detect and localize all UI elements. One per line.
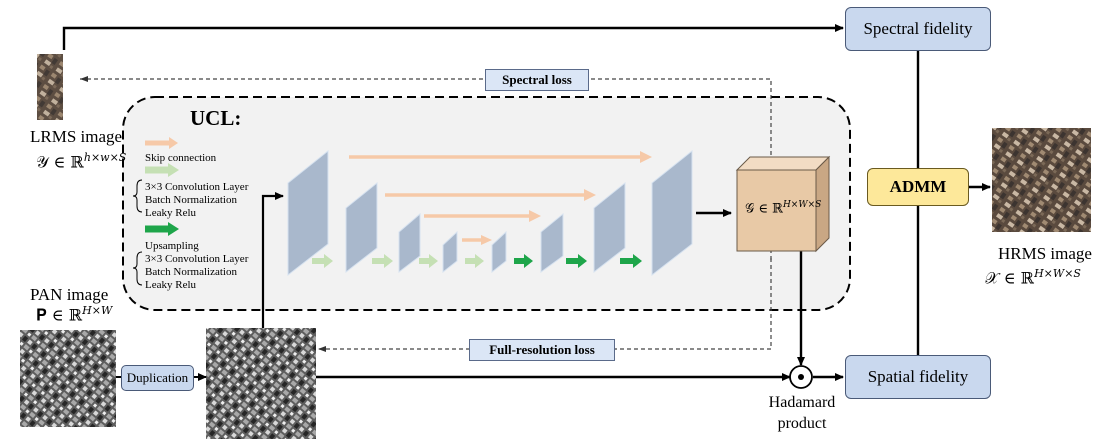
conv-arrows xyxy=(312,254,484,268)
lrms-math: 𝒴 ∈ ℝh×w×S xyxy=(36,151,127,172)
legend-up-brace xyxy=(132,251,143,286)
full-resolution-loss-label: Full-resolution loss xyxy=(489,342,595,357)
legend-up-text: 3×3 Convolution Layer Batch Normalizatio… xyxy=(145,253,248,292)
duplication-label: Duplication xyxy=(126,370,189,385)
lrms-math-base: 𝒴 ∈ ℝ xyxy=(36,152,84,172)
g-math: 𝒢 ∈ ℝH×W×S xyxy=(745,200,822,217)
lrms-math-sup: h×w×S xyxy=(83,151,127,164)
full-resolution-loss-path xyxy=(318,258,772,352)
legend-conv-line2: Batch Normalization xyxy=(145,194,237,206)
skip-connections xyxy=(349,151,652,245)
g-math-base: 𝒢 ∈ ℝ xyxy=(745,201,783,217)
feature-map xyxy=(345,181,378,274)
lrms-to-spectral-fidelity-arrow xyxy=(62,24,844,50)
pan-name: PAN image xyxy=(30,285,109,304)
feature-map xyxy=(540,212,564,273)
hrms-math: 𝒳 ∈ ℝH×W×S xyxy=(985,267,1081,288)
spectral-fidelity-label: Spectral fidelity xyxy=(863,19,973,38)
spatial-fidelity-box: Spatial fidelity xyxy=(845,355,991,399)
feature-map xyxy=(491,230,507,274)
legend-conv-brace xyxy=(132,179,143,213)
feature-map xyxy=(398,212,421,274)
g-block xyxy=(735,155,831,253)
spectral-loss-tag: Spectral loss xyxy=(485,69,589,91)
spatial-fidelity-label: Spatial fidelity xyxy=(867,367,969,386)
pan-duplicated-image xyxy=(206,328,316,439)
admm-label: ADMM xyxy=(889,177,947,196)
lrms-name: LRMS image xyxy=(30,127,123,146)
legend-conv-line1: 3×3 Convolution Layer xyxy=(145,181,249,193)
hadamard-label: Hadamard product xyxy=(763,394,841,432)
lrms-image xyxy=(37,54,63,120)
hadamard-line1: Hadamard xyxy=(768,394,836,411)
spectral-fidelity-box: Spectral fidelity xyxy=(845,7,991,51)
admm-box: ADMM xyxy=(867,168,969,206)
feature-map xyxy=(287,149,329,277)
hrms-image xyxy=(992,128,1091,232)
feature-map xyxy=(593,181,626,274)
full-resolution-loss-tag: Full-resolution loss xyxy=(469,339,615,361)
hadamard-line2: product xyxy=(777,414,827,432)
g-math-sup: H×W×S xyxy=(782,200,822,210)
hrms-math-base: 𝒳 ∈ ℝ xyxy=(985,268,1035,288)
feature-maps xyxy=(287,149,693,277)
pan-math-sup: H×W xyxy=(82,304,113,317)
hadamard-operator xyxy=(789,365,813,389)
upsampling-arrows xyxy=(514,254,642,268)
hrms-name: HRMS image xyxy=(998,244,1092,263)
legend-conv-line3: Leaky Relu xyxy=(145,207,197,219)
duplication-box: Duplication xyxy=(121,365,194,391)
legend-up-line3: Leaky Relu xyxy=(145,279,197,291)
pan-to-ucl-arrow xyxy=(261,192,284,328)
ucl-title: UCL: xyxy=(190,106,242,130)
pan-image xyxy=(20,330,116,427)
feature-map xyxy=(651,149,693,277)
feature-map xyxy=(442,230,458,274)
hrms-math-sup: H×W×S xyxy=(1034,267,1081,280)
legend-up-line1: 3×3 Convolution Layer xyxy=(145,253,249,265)
legend-up-line2: Batch Normalization xyxy=(145,266,237,278)
spectral-loss-label: Spectral loss xyxy=(502,72,572,87)
legend-skip-label: Skip connection xyxy=(145,152,217,164)
legend-conv-text: 3×3 Convolution Layer Batch Normalizatio… xyxy=(145,181,248,220)
legend-upsampling-label: Upsampling xyxy=(145,240,199,252)
pan-math-base: 𝐏 ∈ ℝ xyxy=(36,305,83,325)
pan-math: 𝐏 ∈ ℝH×W xyxy=(36,304,113,325)
